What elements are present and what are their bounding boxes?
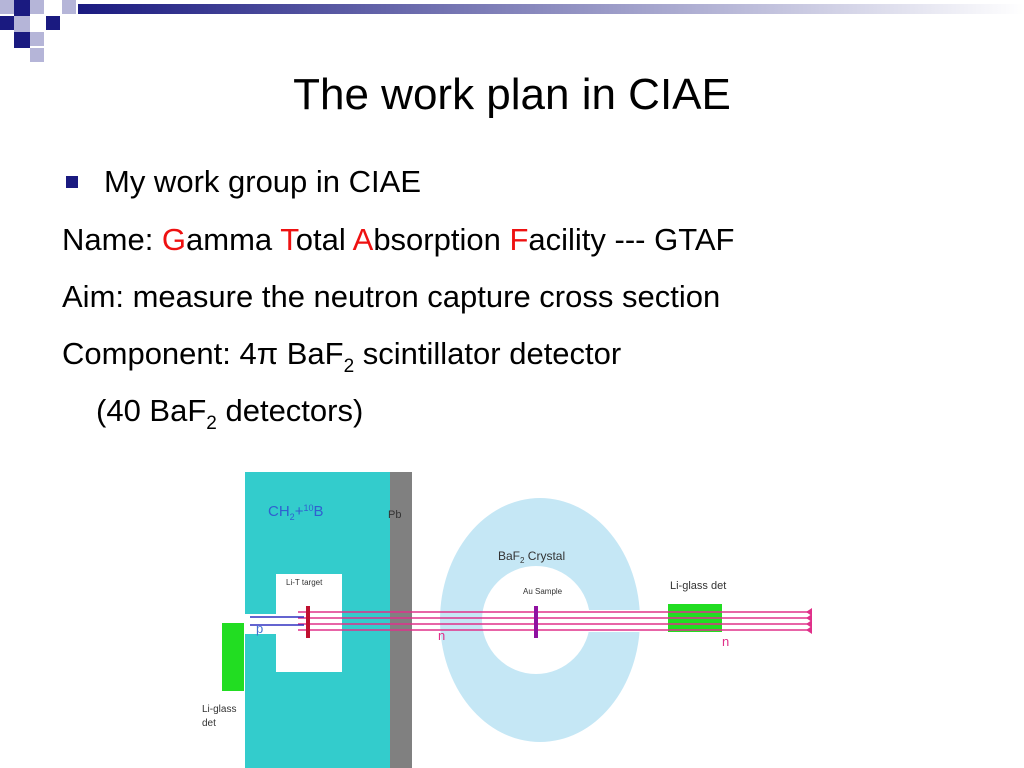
initial-t: T xyxy=(280,222,296,257)
lead-wall xyxy=(390,472,412,768)
slide-title: The work plan in CIAE xyxy=(293,70,731,119)
bullet-text: My work group in CIAE xyxy=(104,164,421,199)
target-label: Li-T target xyxy=(286,578,323,587)
baf2-crystal xyxy=(440,498,640,742)
beam-channel xyxy=(245,614,281,634)
sample-label: Au Sample xyxy=(523,587,563,596)
initial-a: A xyxy=(352,222,374,257)
header-decoration xyxy=(0,0,1024,62)
proton-label: p xyxy=(256,621,263,636)
word-acility: acility --- GTAF xyxy=(528,222,735,257)
beam-lines xyxy=(298,611,812,631)
initial-g: G xyxy=(161,222,187,257)
right-det-label: Li-glass det xyxy=(670,580,726,592)
au-sample xyxy=(534,606,538,638)
aim-line: Aim: measure the neutron capture cross s… xyxy=(62,279,721,314)
detectors-subscript: 2 xyxy=(206,413,217,434)
detectors-line: (40 BaF2 detectors) xyxy=(96,393,364,433)
lead-label: Pb xyxy=(388,509,401,521)
li-t-target xyxy=(306,606,310,638)
left-li-glass-detector xyxy=(222,623,244,691)
detectors-text: (40 BaF xyxy=(96,393,207,428)
shield-label: CH2+10B xyxy=(268,503,323,522)
proton-arrows xyxy=(250,616,304,626)
component-text: Component: 4π BaF xyxy=(62,336,344,371)
left-det-label-2: det xyxy=(202,718,216,729)
word-amma: amma xyxy=(186,222,281,257)
neutron-label-1: n xyxy=(438,628,445,643)
word-otal: otal xyxy=(295,222,353,257)
name-prefix: Name: xyxy=(62,222,162,257)
bullet-marker xyxy=(66,176,78,188)
left-det-label-1: Li-glass xyxy=(202,704,236,715)
initial-f: F xyxy=(509,222,529,257)
component-text-end: scintillator detector xyxy=(354,336,622,371)
neutron-label-2: n xyxy=(722,634,729,649)
component-subscript: 2 xyxy=(343,356,355,377)
crystal-label: BaF2 Crystal xyxy=(498,549,565,565)
beam-arrowheads xyxy=(806,608,812,634)
detectors-text-end: detectors) xyxy=(216,393,364,428)
gtaf-setup-diagram: CH2+10B Pb Li-T target BaF2 Crystal Au S… xyxy=(200,470,820,768)
name-line: Name: Gamma Total Absorption Facility --… xyxy=(62,222,734,258)
word-bsorption: bsorption xyxy=(373,222,510,257)
component-line: Component: 4π BaF2 scintillator detector xyxy=(62,336,622,376)
